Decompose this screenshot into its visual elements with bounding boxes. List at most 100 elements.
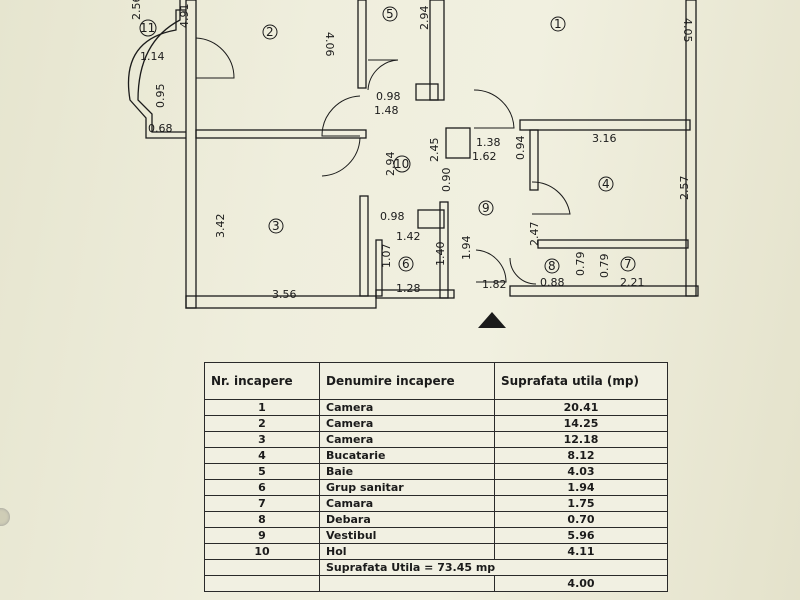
dim-label: 4.06 bbox=[323, 32, 336, 57]
room-10-number: 10 bbox=[394, 157, 409, 171]
room-7-number: 7 bbox=[624, 257, 632, 271]
dim-label: 0.68 bbox=[148, 122, 173, 135]
cell-name: Camara bbox=[319, 495, 495, 512]
room-6-circle bbox=[398, 256, 414, 272]
dim-label: 1.28 bbox=[396, 282, 421, 295]
dim-label: 2.57 bbox=[678, 176, 691, 201]
total-row: Suprafata Utila = 73.45 mp bbox=[204, 559, 668, 576]
room-2-circle bbox=[262, 24, 278, 40]
room-2-number: 2 bbox=[266, 25, 274, 39]
dim-label: 1.07 bbox=[380, 244, 393, 269]
room-5-circle bbox=[382, 6, 398, 22]
cell-name: Camera bbox=[319, 399, 495, 416]
cell-nr: 8 bbox=[204, 511, 320, 528]
area-table: Nr. incapere Denumire incapere Suprafata… bbox=[204, 362, 668, 592]
dim-label: 1.94 bbox=[460, 236, 473, 261]
door-swings bbox=[195, 37, 571, 285]
cell-area: 1.94 bbox=[494, 479, 668, 496]
floor-plan-walls bbox=[127, 0, 699, 309]
room-5-number: 5 bbox=[386, 7, 394, 21]
cell-empty bbox=[204, 575, 320, 592]
dim-label: 2.45 bbox=[428, 138, 441, 163]
dim-label: 1.38 bbox=[476, 136, 501, 149]
col-header-area: Suprafata utila (mp) bbox=[494, 362, 668, 400]
total-label: Suprafata Utila = 73.45 mp bbox=[319, 559, 668, 576]
dim-label: 1.42 bbox=[396, 230, 421, 243]
room-9-circle bbox=[478, 200, 494, 216]
dim-label: 0.79 bbox=[574, 252, 587, 277]
cell-name: Camera bbox=[319, 431, 495, 448]
cell-nr: 9 bbox=[204, 527, 320, 544]
cell-nr: 1 bbox=[204, 399, 320, 416]
room-8-number: 8 bbox=[548, 259, 556, 273]
cell-nr: 5 bbox=[204, 463, 320, 480]
cell-name: Debara bbox=[319, 511, 495, 528]
cell-area: 14.25 bbox=[494, 415, 668, 432]
cell-area: 8.12 bbox=[494, 447, 668, 464]
dim-label: 1.40 bbox=[434, 242, 447, 267]
room-1-number: 1 bbox=[554, 17, 562, 31]
room-3-circle bbox=[268, 218, 284, 234]
room-11-number: 11 bbox=[140, 21, 155, 35]
cell-name: Vestibul bbox=[319, 527, 495, 544]
cell-name: Hol bbox=[319, 543, 495, 560]
cell-area: 20.41 bbox=[494, 399, 668, 416]
table-row: 4.00 bbox=[204, 575, 668, 592]
cell-area: 12.18 bbox=[494, 431, 668, 448]
floor-plan: 1 2 3 4 5 6 7 8 9 10 11 2.56 4.91 1.14 0… bbox=[127, 0, 699, 328]
dim-label: 1.82 bbox=[482, 278, 507, 291]
room-11-circle bbox=[139, 19, 157, 37]
room-3-number: 3 bbox=[272, 219, 280, 233]
cell-area: 4.03 bbox=[494, 463, 668, 480]
room-10-circle bbox=[393, 155, 411, 173]
dim-label: 3.42 bbox=[214, 214, 227, 239]
cell-area: 5.96 bbox=[494, 527, 668, 544]
cell-nr: 7 bbox=[204, 495, 320, 512]
dim-label: 1.48 bbox=[374, 104, 399, 117]
cell-nr: 4 bbox=[204, 447, 320, 464]
dim-label: 2.56 bbox=[130, 0, 143, 20]
cell-name: Grup sanitar bbox=[319, 479, 495, 496]
room-4-number: 4 bbox=[602, 177, 610, 191]
dim-label: 3.56 bbox=[272, 288, 297, 301]
dim-label: 2.21 bbox=[620, 276, 645, 289]
dim-label: 0.95 bbox=[154, 84, 167, 109]
dim-label: 2.94 bbox=[384, 152, 397, 177]
dim-label: 2.94 bbox=[418, 6, 431, 31]
room-4-circle bbox=[598, 176, 614, 192]
cell-empty bbox=[204, 559, 320, 576]
cell-name: Bucatarie bbox=[319, 447, 495, 464]
cell-name: Baie bbox=[319, 463, 495, 480]
dim-label: 1.14 bbox=[140, 50, 165, 63]
dim-label: 0.88 bbox=[540, 276, 565, 289]
cell-area: 1.75 bbox=[494, 495, 668, 512]
dim-label: 0.79 bbox=[598, 254, 611, 279]
dim-label: 0.90 bbox=[440, 168, 453, 193]
dim-label: 4.05 bbox=[681, 18, 694, 43]
dim-label: 0.98 bbox=[376, 90, 401, 103]
cell-area: 4.11 bbox=[494, 543, 668, 560]
room-6-number: 6 bbox=[402, 257, 410, 271]
room-7-circle bbox=[620, 256, 636, 272]
dimension-labels: 2.56 4.91 1.14 0.95 0.68 4.06 2.94 0.98 … bbox=[130, 0, 694, 301]
dim-label: 2.47 bbox=[528, 222, 541, 247]
cell-extra-value: 4.00 bbox=[494, 575, 668, 592]
table-header-row: Nr. incapere Denumire incapere Suprafata… bbox=[204, 362, 668, 400]
room-number-markers: 1 2 3 4 5 6 7 8 9 10 11 bbox=[139, 6, 636, 274]
dim-label: 4.91 bbox=[178, 4, 191, 29]
cell-name: Camera bbox=[319, 415, 495, 432]
cell-nr: 10 bbox=[204, 543, 320, 560]
col-header-nr: Nr. incapere bbox=[204, 362, 320, 400]
col-header-name: Denumire incapere bbox=[319, 362, 495, 400]
room-9-number: 9 bbox=[482, 201, 490, 215]
room-1-circle bbox=[550, 16, 566, 32]
cell-area: 0.70 bbox=[494, 511, 668, 528]
